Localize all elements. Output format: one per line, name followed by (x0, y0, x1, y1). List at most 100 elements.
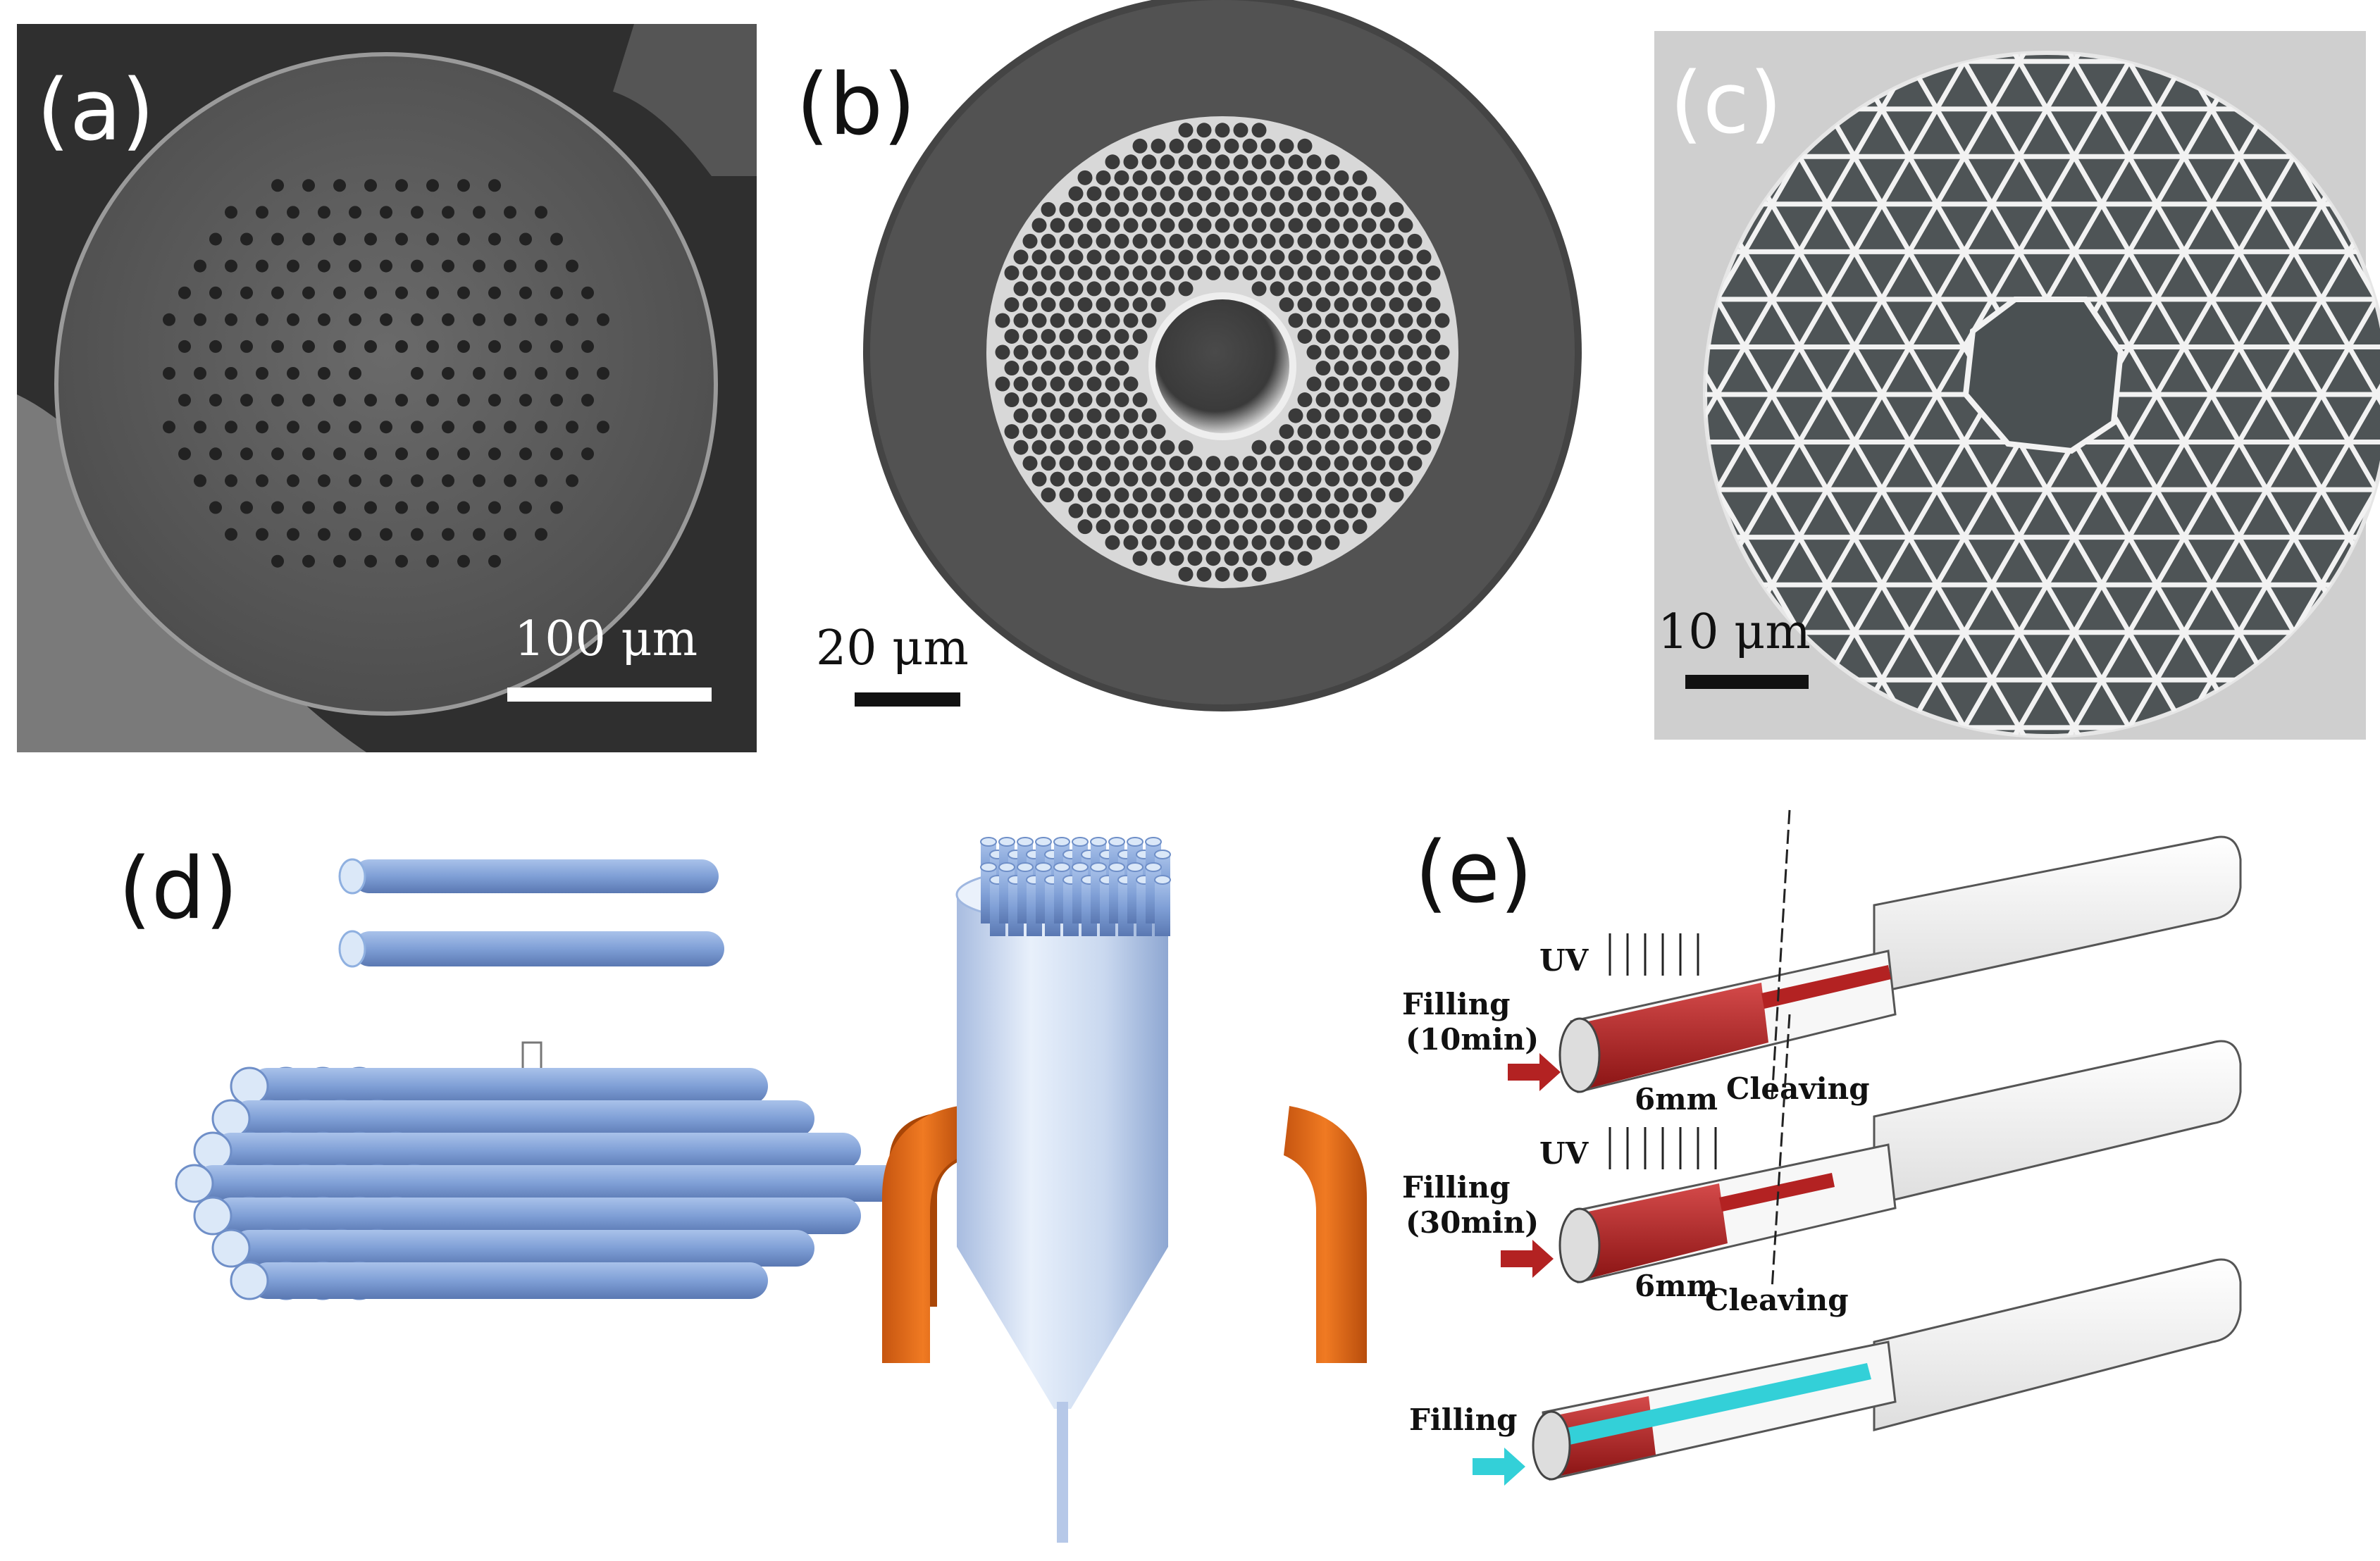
cladding-cell (1306, 344, 1322, 360)
cladding-cell (1132, 328, 1148, 344)
cladding-cell (1050, 281, 1065, 297)
air-hole (240, 394, 253, 407)
cladding-cell (1004, 424, 1019, 440)
uv-label-1: UV (1539, 943, 1589, 978)
panel-a-label: (a) (37, 62, 154, 160)
cladding-cell (1361, 440, 1377, 455)
air-hole (333, 286, 346, 299)
cladding-cell (1251, 503, 1267, 518)
preform-rod-end (1053, 862, 1070, 872)
cladding-cell (1105, 281, 1120, 297)
air-hole (473, 313, 485, 326)
cladding-cell (1031, 440, 1047, 455)
cladding-cell (1260, 487, 1276, 503)
cladding-cell (1004, 297, 1019, 312)
cladding-cell (1178, 154, 1194, 170)
cladding-cell (1297, 424, 1313, 440)
air-hole (240, 447, 253, 461)
cladding-cell (1343, 281, 1358, 297)
cladding-cell (1178, 218, 1194, 233)
cleave-label-1: Cleaving (1726, 1071, 1870, 1106)
cladding-cell (1068, 471, 1084, 487)
air-hole (240, 232, 253, 246)
cladding-cell (1096, 328, 1111, 344)
stacked-capillary (213, 1133, 678, 1169)
cladding-cell (1077, 487, 1093, 503)
cladding-cell (1215, 186, 1230, 201)
cladding-cell (1251, 566, 1267, 582)
cladding-cell (1370, 424, 1386, 440)
cladding-cell (1114, 519, 1129, 535)
capillary-end (193, 1131, 233, 1171)
panel-e-label: (e) (1415, 824, 1532, 922)
cladding-cell (1022, 424, 1038, 440)
kagome-strand (2004, 85, 2380, 736)
cladding-cell (1270, 249, 1285, 265)
cladding-cell (1086, 186, 1102, 201)
fill-step-1: UV Filling (10min) 6mm Cleaving (1402, 809, 2242, 1117)
preform-rod-end (1108, 837, 1125, 847)
air-hole (271, 501, 284, 514)
cladding-cell (1270, 186, 1285, 201)
air-hole (178, 447, 191, 461)
cladding-cell (1031, 408, 1047, 423)
cladding-cell (1224, 170, 1239, 185)
air-hole (519, 232, 532, 246)
cladding-cell (1160, 503, 1175, 518)
air-hole (364, 340, 377, 353)
air-hole (457, 232, 470, 246)
air-hole (225, 206, 237, 219)
cladding-cell (1398, 376, 1413, 392)
cladding-cell (1141, 471, 1157, 487)
cladding-cell (1114, 201, 1129, 217)
air-hole (457, 286, 470, 299)
cladding-cell (1279, 233, 1294, 249)
cladding-cell (1041, 328, 1056, 344)
cladding-cell (1123, 376, 1139, 392)
cladding-cell (995, 313, 1010, 328)
cladding-cell (1260, 456, 1276, 471)
cladding-cell (1270, 535, 1285, 550)
cladding-cell (1123, 440, 1139, 455)
cladding-cell (1334, 487, 1349, 503)
cladding-cell (1380, 218, 1395, 233)
air-hole (380, 528, 392, 541)
air-hole (364, 286, 377, 299)
air-hole (488, 447, 501, 461)
panel-c-label: (c) (1670, 55, 1783, 153)
cladding-cell (1105, 186, 1120, 201)
cladding-cell (1123, 344, 1139, 360)
cladding-cell (1297, 487, 1313, 503)
cladding-cell (1151, 265, 1166, 280)
cladding-cell (1151, 297, 1166, 312)
cladding-cell (1352, 265, 1368, 280)
cladding-cell (1334, 297, 1349, 312)
air-hole (287, 474, 299, 487)
cladding-cell (1233, 218, 1248, 233)
cladding-cell (1105, 344, 1120, 360)
cladding-cell (1416, 408, 1432, 423)
cladding-cell (1123, 218, 1139, 233)
air-hole (566, 474, 578, 487)
air-hole (302, 179, 315, 192)
cladding-cell (1251, 123, 1267, 138)
cladding-cell (1105, 154, 1120, 170)
cladding-cell (1297, 328, 1313, 344)
length-label-1: 6mm (1635, 1082, 1718, 1117)
cladding-cell (1334, 392, 1349, 408)
air-hole (256, 528, 268, 541)
cladding-cell (1086, 408, 1102, 423)
cladding-cell (1425, 265, 1441, 280)
cladding-cell (1123, 503, 1139, 518)
cladding-cell (1187, 201, 1203, 217)
cladding-cell (1270, 218, 1285, 233)
cladding-cell (1315, 424, 1331, 440)
cladding-cell (1123, 313, 1139, 328)
cladding-cell (1242, 551, 1258, 566)
cladding-cell (1013, 440, 1029, 455)
cladding-cell (1059, 201, 1074, 217)
cladding-cell (1224, 519, 1239, 535)
furnace-ring-right (1284, 1106, 1367, 1363)
cladding-cell (1425, 361, 1441, 376)
cladding-cell (1242, 456, 1258, 471)
